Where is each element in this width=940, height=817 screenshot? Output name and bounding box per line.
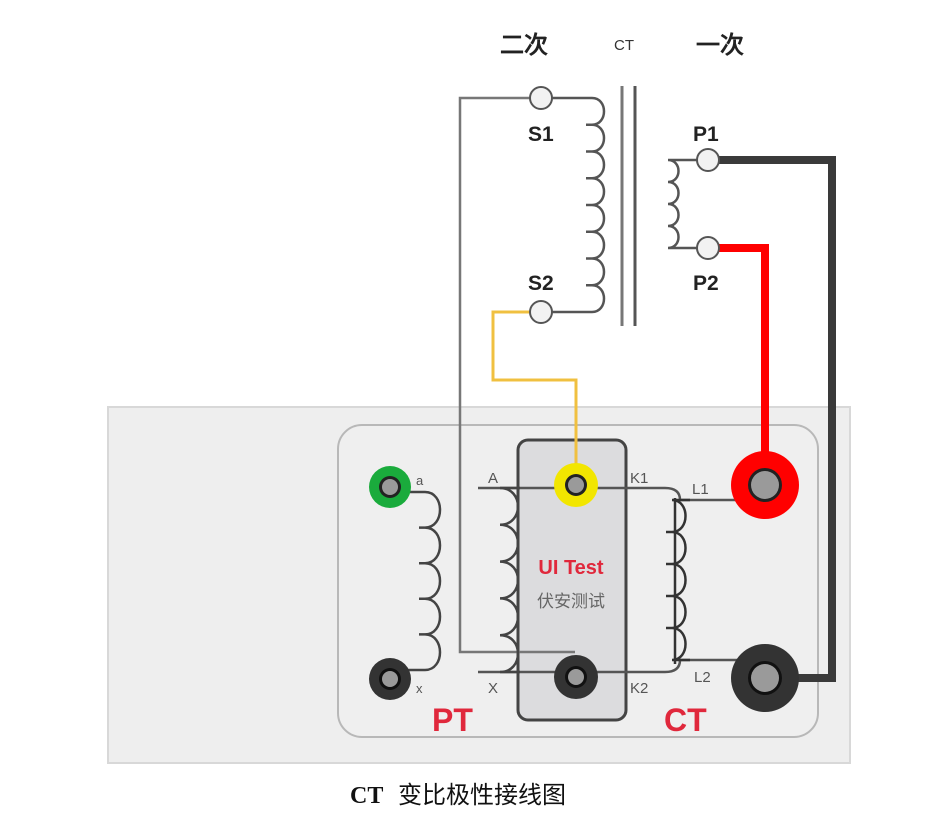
ct-core-label: CT: [614, 37, 634, 54]
ct-label: CT: [664, 702, 707, 738]
pin-label-l2: L2: [694, 669, 711, 686]
pt-label: PT: [432, 702, 473, 738]
terminal-p1[interactable]: [696, 148, 720, 172]
primary-winding-icon: [667, 158, 697, 250]
terminal-pt-x[interactable]: [369, 658, 411, 700]
pt-secondary-coil-icon: [408, 490, 442, 672]
pin-label-k1: K1: [630, 470, 648, 487]
brand-label-cn: 伏安测试: [537, 592, 605, 612]
terminal-p2[interactable]: [696, 236, 720, 260]
terminal-s2[interactable]: [529, 300, 553, 324]
terminal-pt-a[interactable]: [369, 466, 411, 508]
terminal-l2-black[interactable]: [731, 644, 799, 712]
label-s1: S1: [528, 123, 554, 146]
wire-s2-yellow: [491, 310, 578, 470]
wire-p1-black: [708, 156, 836, 682]
pin-label-l1: L1: [692, 481, 709, 498]
terminal-s1[interactable]: [529, 86, 553, 110]
brand-label: UI Test: [538, 557, 604, 579]
label-p1: P1: [693, 123, 719, 146]
label-p2: P2: [693, 272, 719, 295]
wire-p2-red: [708, 244, 769, 470]
pin-label-k2: K2: [630, 680, 648, 697]
secondary-label: 二次: [500, 31, 548, 59]
pt-primary-coil-icon: [499, 486, 520, 674]
label-s2: S2: [528, 272, 554, 295]
primary-label: 一次: [696, 31, 744, 59]
terminal-k2-black[interactable]: [554, 655, 598, 699]
pin-label-x: X: [488, 680, 498, 697]
pin-label-a: A: [488, 470, 498, 487]
secondary-winding-icon: [552, 96, 606, 314]
terminal-l1-red[interactable]: [731, 451, 799, 519]
wire-a-k1: [478, 486, 682, 501]
wire-x-k2: [478, 659, 682, 674]
pin-label-a-small: a: [416, 473, 424, 488]
caption-prefix: CT: [350, 783, 383, 809]
caption-text: 变比极性接线图: [398, 781, 566, 809]
terminal-k1-yellow[interactable]: [554, 463, 598, 507]
pin-label-x-small: x: [416, 681, 423, 696]
ct-coil-icon: [666, 498, 690, 662]
